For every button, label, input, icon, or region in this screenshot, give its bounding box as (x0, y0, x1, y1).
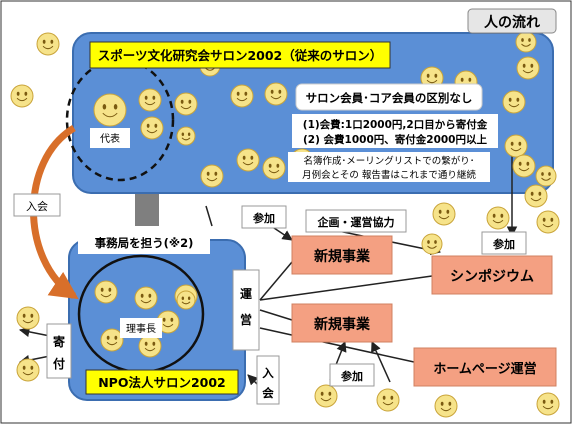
operate-label-char1: 運 (240, 287, 252, 301)
smiley-icon (434, 394, 458, 418)
chair-label: 理事長 (126, 322, 156, 335)
smiley-icon (230, 84, 254, 108)
smiley-icon (36, 32, 60, 56)
smiley-icon (264, 82, 288, 106)
smiley-icon (486, 206, 510, 230)
project-homepage: ホームページ運営 (433, 361, 536, 377)
line-to-secretariat (205, 205, 213, 227)
project-new1: 新規事業 (314, 248, 371, 265)
join-label-2-char2: 会 (261, 386, 274, 400)
donation-label-char2: 付 (53, 356, 65, 371)
smiley-icon (176, 126, 196, 146)
smiley-icon (524, 184, 548, 208)
rep-label-box (90, 128, 130, 148)
rep-label: 代表 (100, 132, 120, 145)
smiley-icon (16, 306, 40, 330)
smiley-icon (536, 392, 560, 416)
join-label: 入会 (26, 200, 48, 213)
project-symposium-box (431, 255, 553, 295)
smiley-icon (535, 165, 557, 187)
npo-title: NPO法人サロン2002 (98, 375, 226, 390)
line-op-new2 (259, 309, 293, 321)
fee-line2: (2) 会費1000円、寄付金2000円以上 (303, 133, 488, 146)
smiley-icon (432, 202, 456, 226)
secretariat-label: 事務局を担う(※2) (95, 236, 194, 250)
npo-title-box (85, 369, 239, 395)
participate-label-1-box (241, 205, 287, 229)
line-donation-a (18, 326, 51, 338)
participate-label-1: 参加 (253, 211, 275, 225)
smiley-icon (512, 154, 536, 178)
smiley-icon (515, 31, 537, 53)
smiley-icon (140, 116, 164, 140)
salon-old-title: スポーツ文化研究会サロン2002（従来のサロン） (98, 48, 383, 63)
smiley-icon (16, 358, 40, 382)
continue-box (288, 152, 490, 182)
join-label-2-char1: 入 (262, 366, 274, 380)
join-label-2-box (256, 355, 280, 405)
smiley-icon (94, 280, 118, 304)
smiley-icon (502, 90, 526, 114)
smiley-icon (93, 93, 127, 127)
smiley-icon (174, 92, 198, 116)
secretariat-box (78, 230, 210, 254)
join-label-box (13, 193, 61, 217)
no-distinction-note: サロン会員･コア会員の区別なし (306, 91, 473, 105)
project-new2-box (291, 303, 393, 343)
participate-label-2-box (481, 231, 527, 255)
continue-line2: 月例会とその 報告書はこれまで通り継続 (302, 169, 476, 181)
project-homepage-box (413, 347, 557, 387)
project-new1-box (291, 235, 393, 275)
smiley-icon (516, 56, 540, 80)
donation-label-box (46, 323, 72, 379)
participate-label-3-box (329, 363, 375, 387)
smiley-icon (236, 148, 260, 172)
smiley-icon (134, 286, 158, 310)
smiley-icon (156, 310, 180, 334)
smiley-icon (176, 290, 196, 310)
operate-label-box (232, 269, 260, 351)
smiley-icon (314, 384, 338, 408)
smiley-icon (200, 164, 224, 188)
project-symposium: シンポジウム (450, 268, 534, 285)
smiley-icon (10, 84, 34, 108)
smiley-icon (421, 233, 443, 255)
flow-title: 人の流れ (484, 14, 540, 31)
smiley-icon (504, 134, 528, 158)
smiley-icon (536, 210, 560, 234)
planning-label: 企画・運営協力 (317, 215, 395, 229)
smiley-icon (262, 156, 286, 180)
continue-line1: 名簿作成･メーリングリストでの繋がり･ (303, 155, 474, 167)
no-distinction-box (295, 83, 483, 111)
line-op-symposium (259, 275, 433, 301)
participate-label-2: 参加 (493, 237, 515, 251)
fee-box (292, 114, 498, 148)
smiley-icon (100, 328, 124, 352)
donation-label-char1: 寄 (53, 334, 65, 349)
salon-old-title-box (89, 41, 391, 69)
flow-title-box (467, 8, 557, 34)
chair-label-box (120, 318, 162, 338)
line-op-new1 (259, 261, 293, 301)
smiley-icon (138, 334, 162, 358)
smiley-icon (138, 88, 162, 112)
planning-label-box (305, 209, 407, 233)
line-participate-new2-b (371, 341, 391, 383)
operate-label-char2: 営 (240, 312, 252, 327)
smiley-icon (376, 388, 400, 412)
fee-line1: (1)会費:1口2000円,2口目から寄付金 (303, 118, 488, 131)
participate-label-3: 参加 (341, 369, 363, 383)
project-new2: 新規事業 (314, 316, 371, 333)
